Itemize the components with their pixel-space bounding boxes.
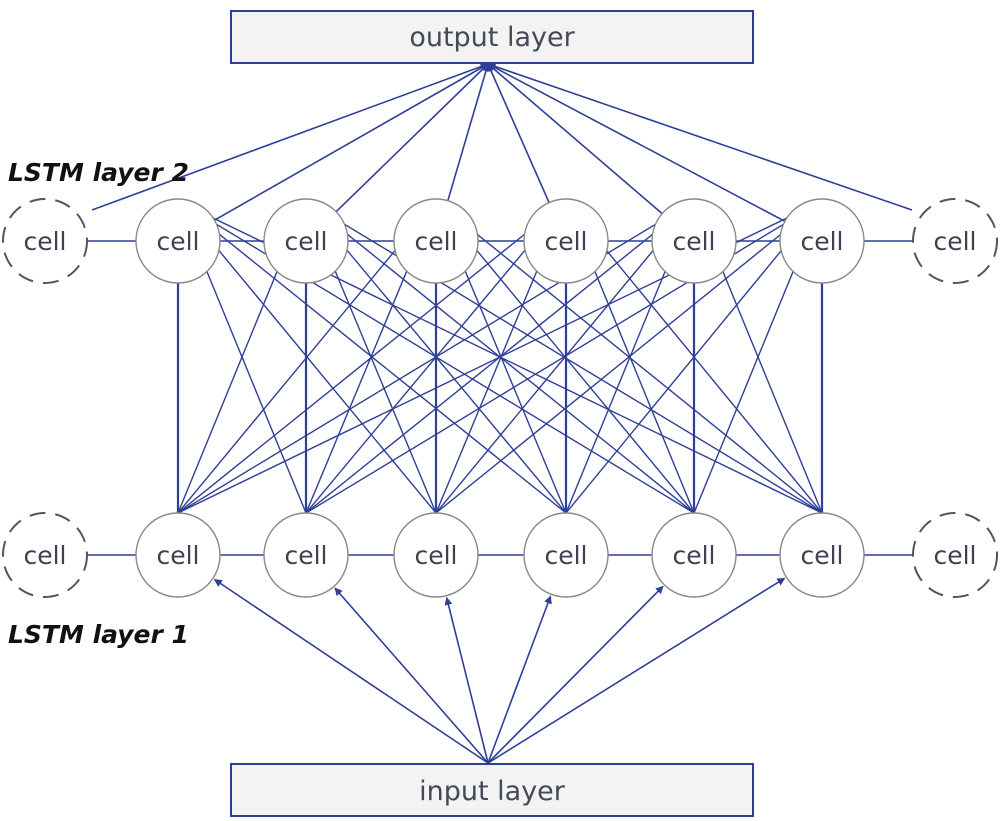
cell-circle (135, 512, 221, 598)
cell-circle (2, 198, 88, 284)
layer2-cell-6: cell (779, 198, 865, 284)
cell-label: cell (156, 227, 199, 256)
cell-circle (779, 198, 865, 284)
lstm-layer-1-label: LSTM layer 1 (8, 620, 189, 649)
cell-label: cell (800, 541, 843, 570)
layer1-cell-4: cell (523, 512, 609, 598)
layer2-ghost-cell-left: cell (2, 198, 88, 284)
cell-label: cell (672, 227, 715, 256)
layer1-to-layer2-edge (565, 200, 823, 514)
input-layer-box (230, 763, 754, 817)
layer2-to-output-edge (487, 63, 663, 215)
input-to-layer1-edge (487, 585, 664, 764)
layer2-to-output-edge (335, 63, 489, 213)
layer1-to-layer2-edge (177, 200, 437, 514)
layer1-cell-5: cell (651, 512, 737, 598)
cell-label: cell (672, 541, 715, 570)
layer2-to-output-edge (487, 63, 550, 203)
cell-label: cell (544, 227, 587, 256)
cell-label: cell (23, 541, 66, 570)
layer1-to-layer2-edge (177, 200, 695, 514)
layer1-ghost-cell-left: cell (2, 512, 88, 598)
layer1-to-layer2-edge (305, 200, 823, 514)
connection-edges (87, 63, 913, 764)
layer2-cell-1: cell (135, 198, 221, 284)
layer1-to-layer2-edge (435, 200, 823, 514)
layer2-cell-2: cell (263, 198, 349, 284)
cell-label: cell (544, 541, 587, 570)
input-to-layer1-edge (487, 595, 552, 764)
layer2-to-output-edge (487, 63, 786, 223)
layer2-to-output-edge (447, 63, 490, 201)
cell-label: cell (933, 227, 976, 256)
layer2-cell-5: cell (651, 198, 737, 284)
cell-label: cell (284, 541, 327, 570)
layer2-to-output-edge (487, 63, 913, 211)
input-to-layer1-edge (487, 577, 786, 764)
output-layer-box (230, 10, 754, 64)
layer1-to-layer2-edge (177, 200, 567, 514)
cell-label: cell (414, 541, 457, 570)
layer2-to-output-edge (214, 63, 489, 221)
cell-circle (523, 198, 609, 284)
input-to-layer1-edge (444, 596, 489, 764)
cell-circle (263, 512, 349, 598)
layer2-cell-3: cell (393, 198, 479, 284)
cell-circle (651, 198, 737, 284)
cell-label: cell (284, 227, 327, 256)
output-layer-label: output layer (409, 22, 575, 53)
cell-label: cell (933, 541, 976, 570)
layer2-cell-4: cell (523, 198, 609, 284)
cell-circle (263, 198, 349, 284)
layer2-ghost-cell-right: cell (912, 198, 998, 284)
cell-label: cell (23, 227, 66, 256)
cell-label: cell (156, 541, 199, 570)
cell-circle (135, 198, 221, 284)
lstm-layer-2-label: LSTM layer 2 (8, 158, 189, 187)
cell-circle (651, 512, 737, 598)
cells: cell cell cell cell cell cell cell cell cell cell… (2, 198, 998, 598)
input-to-layer1-edge (213, 578, 489, 764)
input-layer-label: input layer (419, 776, 566, 807)
input-to-layer1-edge (334, 587, 489, 764)
layer1-cell-3: cell (393, 512, 479, 598)
cell-label: cell (800, 227, 843, 256)
layer1-cell-6: cell (779, 512, 865, 598)
cell-label: cell (414, 227, 457, 256)
layer1-ghost-cell-right: cell (912, 512, 998, 598)
layer1-cell-1: cell (135, 512, 221, 598)
cell-circle (912, 198, 998, 284)
cell-circle (393, 512, 479, 598)
cell-circle (2, 512, 88, 598)
cell-circle (912, 512, 998, 598)
layer1-cell-2: cell (263, 512, 349, 598)
cell-circle (393, 198, 479, 284)
cell-circle (523, 512, 609, 598)
layer2-to-output-edge (91, 63, 489, 211)
cell-circle (779, 512, 865, 598)
